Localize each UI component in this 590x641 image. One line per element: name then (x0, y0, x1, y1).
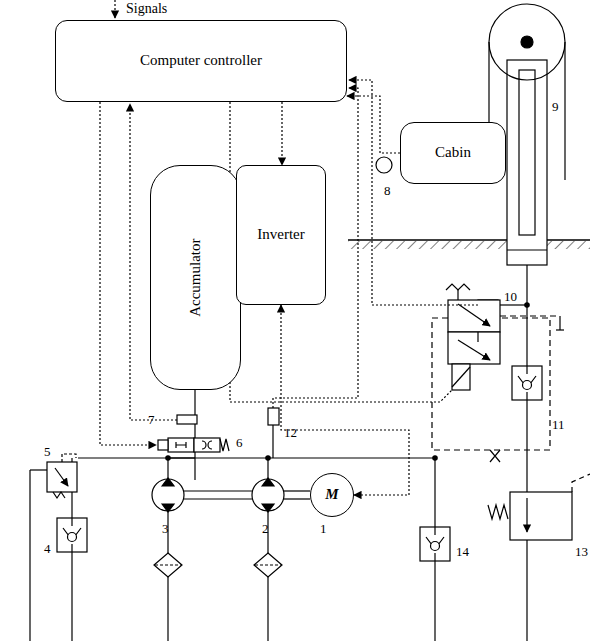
callout-number: 1 (320, 522, 327, 535)
controller-box: Computer controller (55, 20, 347, 102)
callout-number: 11 (552, 418, 565, 431)
node-text: Accumulator (186, 238, 203, 316)
callout-number: 4 (44, 542, 51, 555)
motor-circle: M (310, 473, 354, 517)
node-text: M (325, 486, 338, 503)
callout-number: 10 (504, 290, 517, 303)
callout-number: 14 (456, 545, 469, 558)
callout-number: 8 (384, 184, 391, 197)
callout-number: 7 (148, 413, 155, 426)
callout-number: 9 (552, 100, 559, 113)
cabin-box: Cabin (400, 122, 506, 184)
callout-number: 3 (162, 522, 169, 535)
callout-number: 5 (44, 445, 51, 458)
node-text: Inverter (257, 226, 304, 243)
callout-number: 12 (284, 426, 297, 439)
signal-label: Signals (126, 2, 167, 16)
inverter-box: Inverter (236, 165, 326, 305)
callout-number: 6 (236, 436, 243, 449)
signal-connector (281, 102, 282, 165)
signal-connector (281, 305, 409, 495)
node-text: Computer controller (140, 52, 262, 69)
sensor-symbol (376, 157, 392, 173)
callout-number: 2 (262, 522, 269, 535)
accumulator-vessel: Accumulator (150, 165, 241, 390)
callout-number: 13 (575, 545, 588, 558)
signal-connector (347, 96, 400, 153)
node-text: Cabin (435, 144, 471, 161)
